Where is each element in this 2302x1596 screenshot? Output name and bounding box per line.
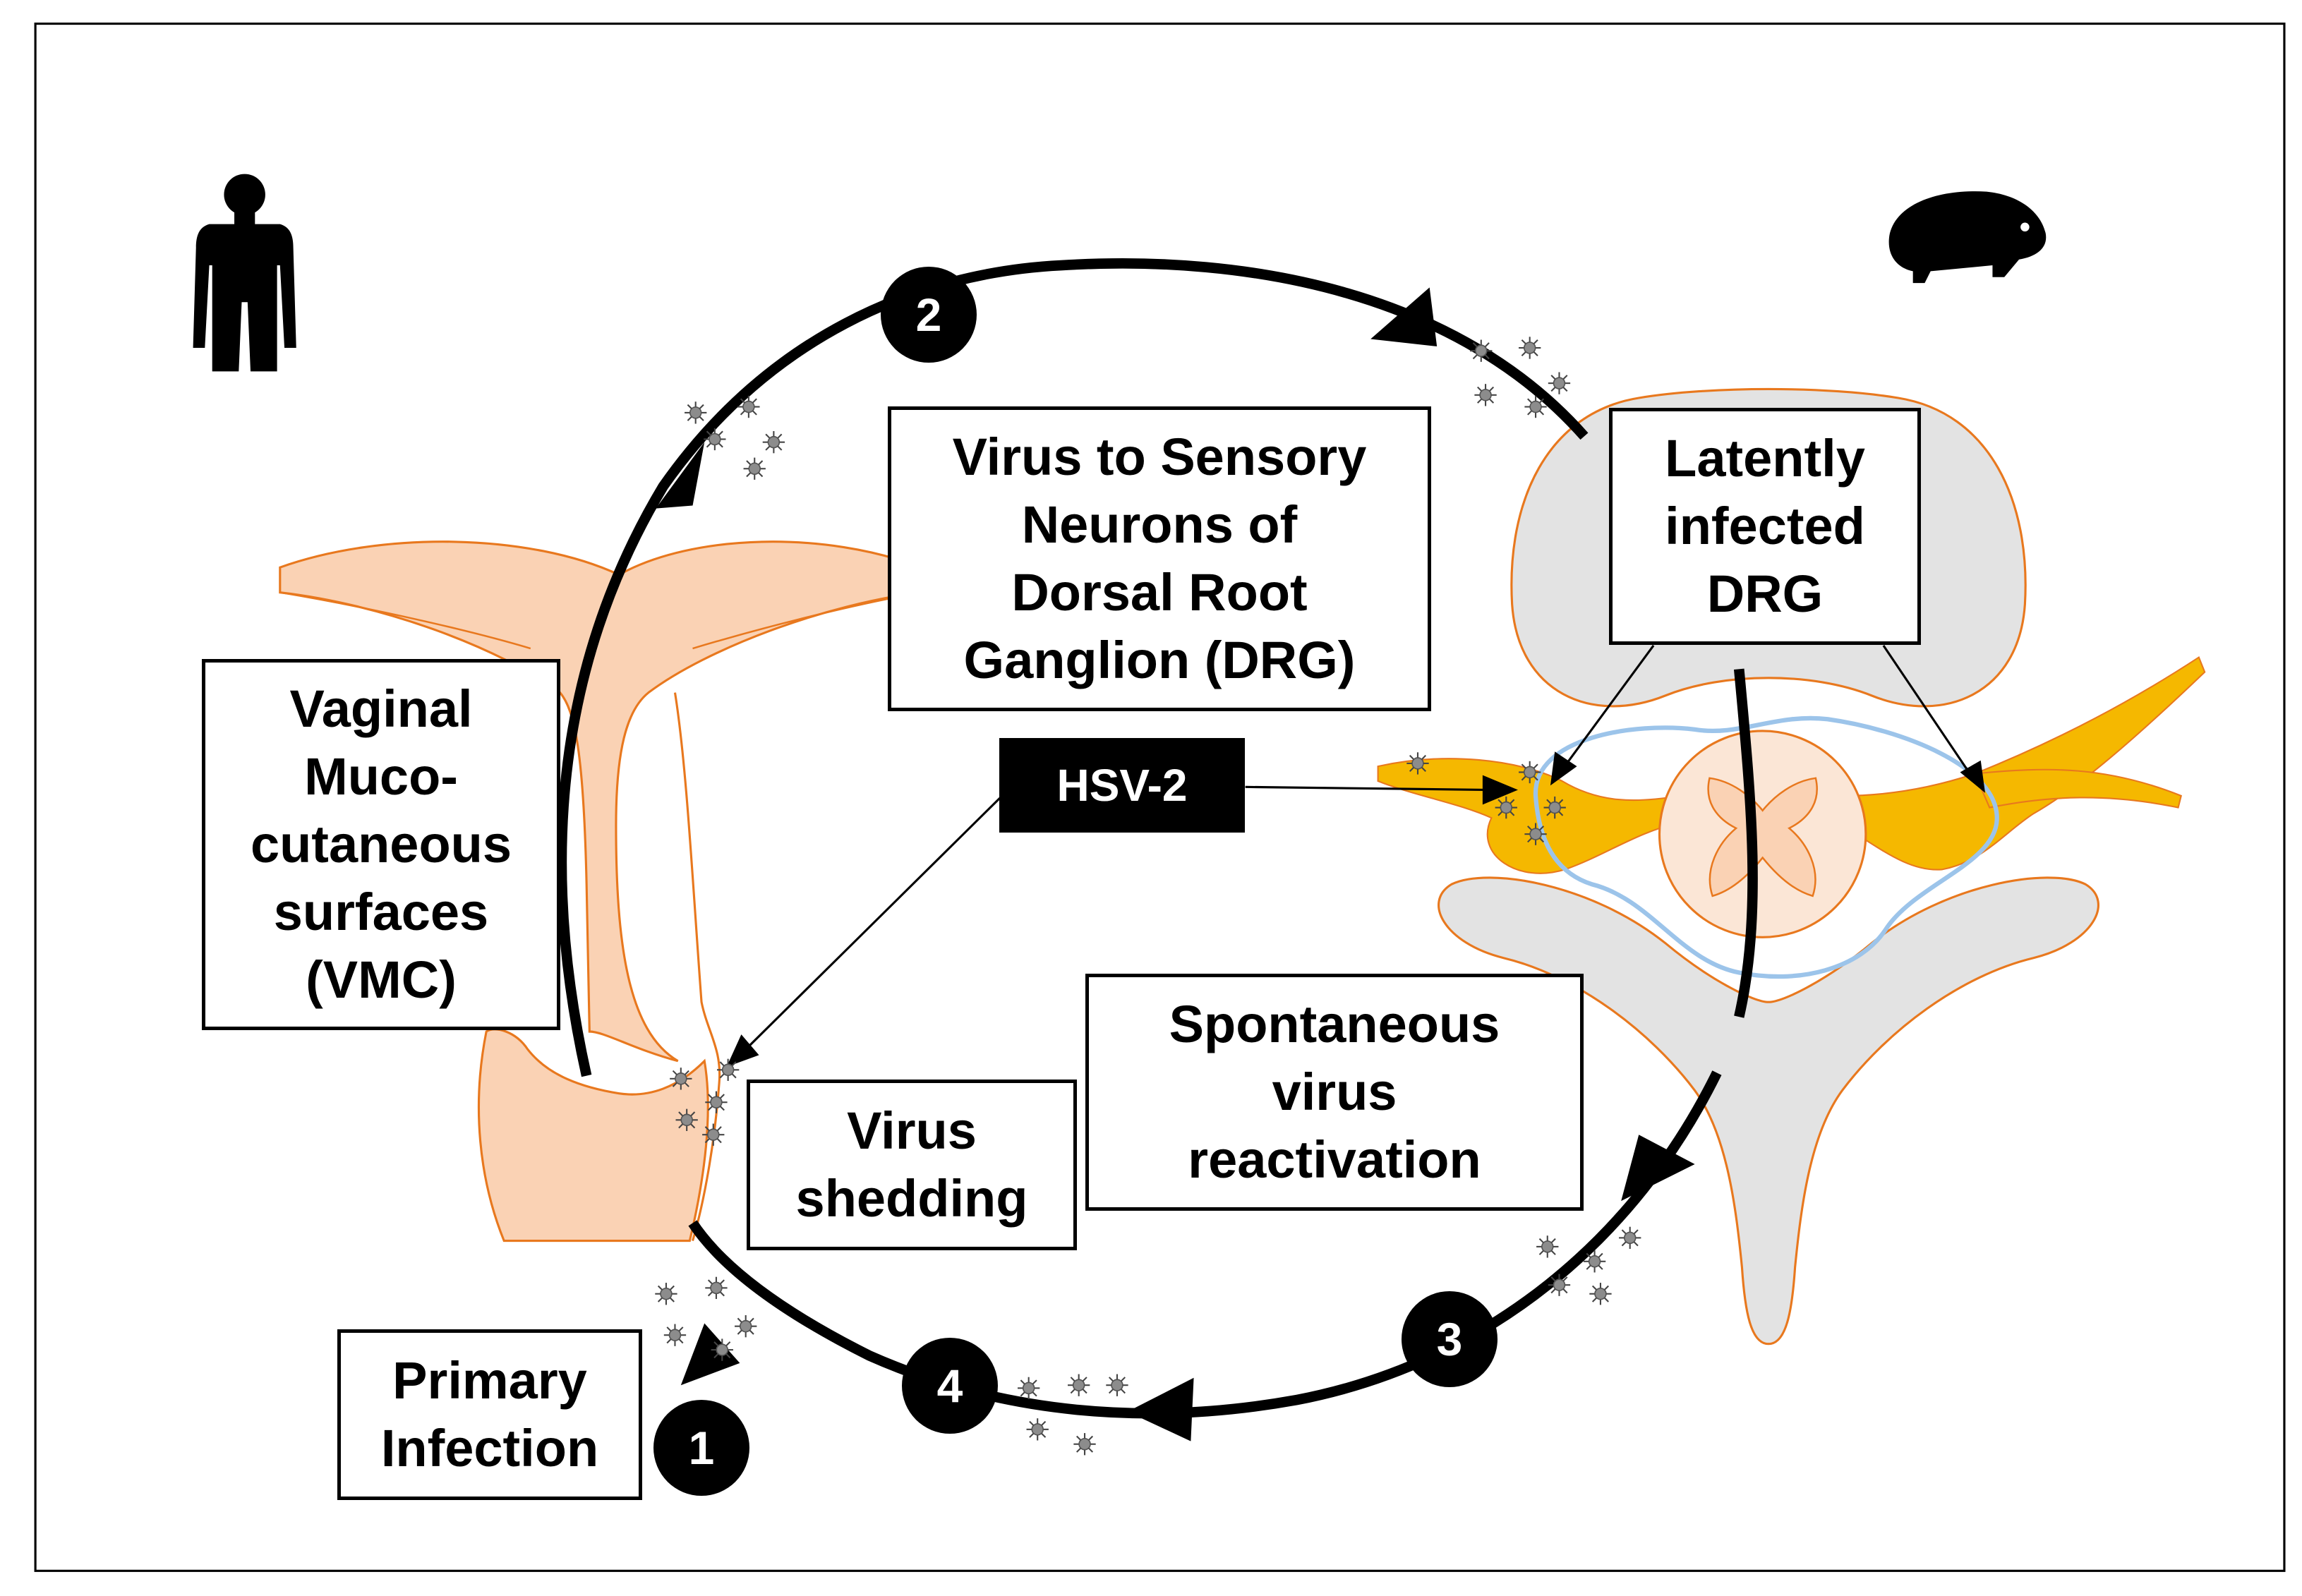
cycle-arrowhead <box>1621 1135 1695 1202</box>
pointer-arrows <box>736 644 1976 1059</box>
hsv2-label: HSV-2 <box>999 738 1245 833</box>
reproductive-tract-tissue <box>279 540 922 1243</box>
step-3-marker: 3 <box>1402 1291 1497 1387</box>
arrowhead <box>1960 760 1986 793</box>
arrowhead <box>726 1034 759 1068</box>
guinea-pig-silhouette-icon <box>1888 191 2047 284</box>
human-silhouette-icon <box>193 174 296 372</box>
spinal-cord <box>1658 730 1867 938</box>
primary-infection-label: Primary Infection <box>337 1329 642 1500</box>
arrowhead <box>1550 751 1577 786</box>
primary-arrowhead <box>680 1323 740 1386</box>
spontaneous-reactivation-label: Spontaneous virus reactivation <box>1085 974 1584 1211</box>
cycle-arrowhead <box>1370 287 1438 346</box>
step-1-marker: 1 <box>653 1400 749 1496</box>
latently-infected-drg-label: Latently infected DRG <box>1609 408 1921 645</box>
figure-frame <box>34 23 2286 1572</box>
drg-outline <box>1533 715 1999 979</box>
step-2-marker: 2 <box>881 267 977 363</box>
virus-to-neurons-label: Virus to Sensory Neurons of Dorsal Root … <box>888 406 1431 711</box>
virus-shedding-label: Virus shedding <box>747 1080 1077 1250</box>
arrowhead <box>1482 775 1518 805</box>
step-4-marker: 4 <box>902 1338 998 1434</box>
cycle-arrowhead <box>1127 1377 1194 1441</box>
cycle-arrowhead <box>656 442 705 509</box>
vmc-label: Vaginal Muco- cutaneous surfaces (VMC) <box>202 659 560 1030</box>
